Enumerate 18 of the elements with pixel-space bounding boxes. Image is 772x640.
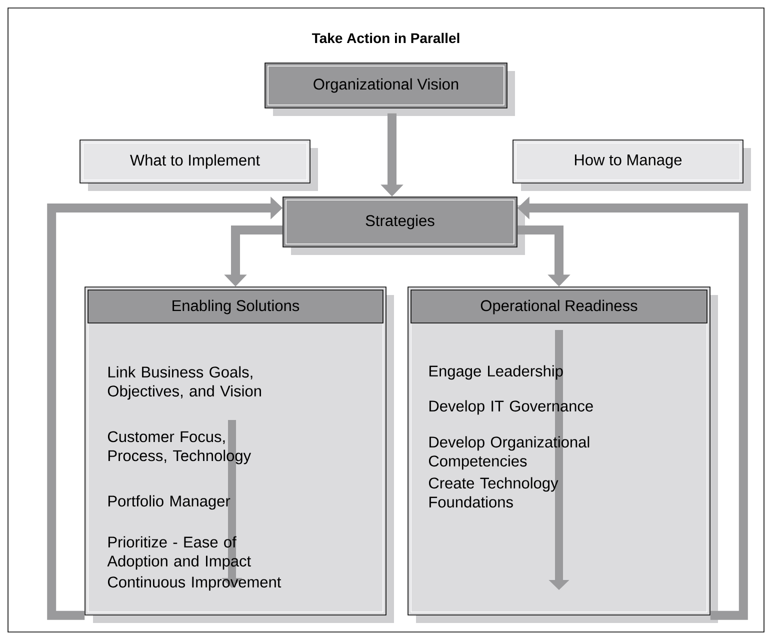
list-item: Prioritize - Ease of Adoption and Impact	[107, 536, 251, 570]
list-item: Continuous Improvement	[108, 576, 282, 591]
list-item: Develop Organizational Competencies	[428, 436, 590, 470]
panel	[408, 286, 718, 623]
list-item: Customer Focus, Process, Technology	[108, 431, 252, 464]
label-box: How to Manage	[512, 140, 751, 191]
label-box: What to Implement	[80, 140, 318, 191]
list-item: Portfolio Manager	[108, 495, 230, 510]
title: Take Action in Parallel	[312, 32, 460, 44]
panel-heading: Enabling Solutions	[88, 290, 384, 324]
list-item: Create Technology Foundations	[428, 477, 558, 508]
panel	[84, 286, 394, 623]
list-item: Engage Leadership	[429, 365, 563, 380]
list-item: Develop IT Governance	[429, 400, 593, 415]
panel-heading: Operational Readiness	[410, 290, 708, 324]
title-box: Organizational Vision	[264, 62, 515, 116]
title-box: Strategies	[282, 196, 525, 255]
list-item: Link Business Goals, Objectives, and Vision	[108, 366, 261, 400]
